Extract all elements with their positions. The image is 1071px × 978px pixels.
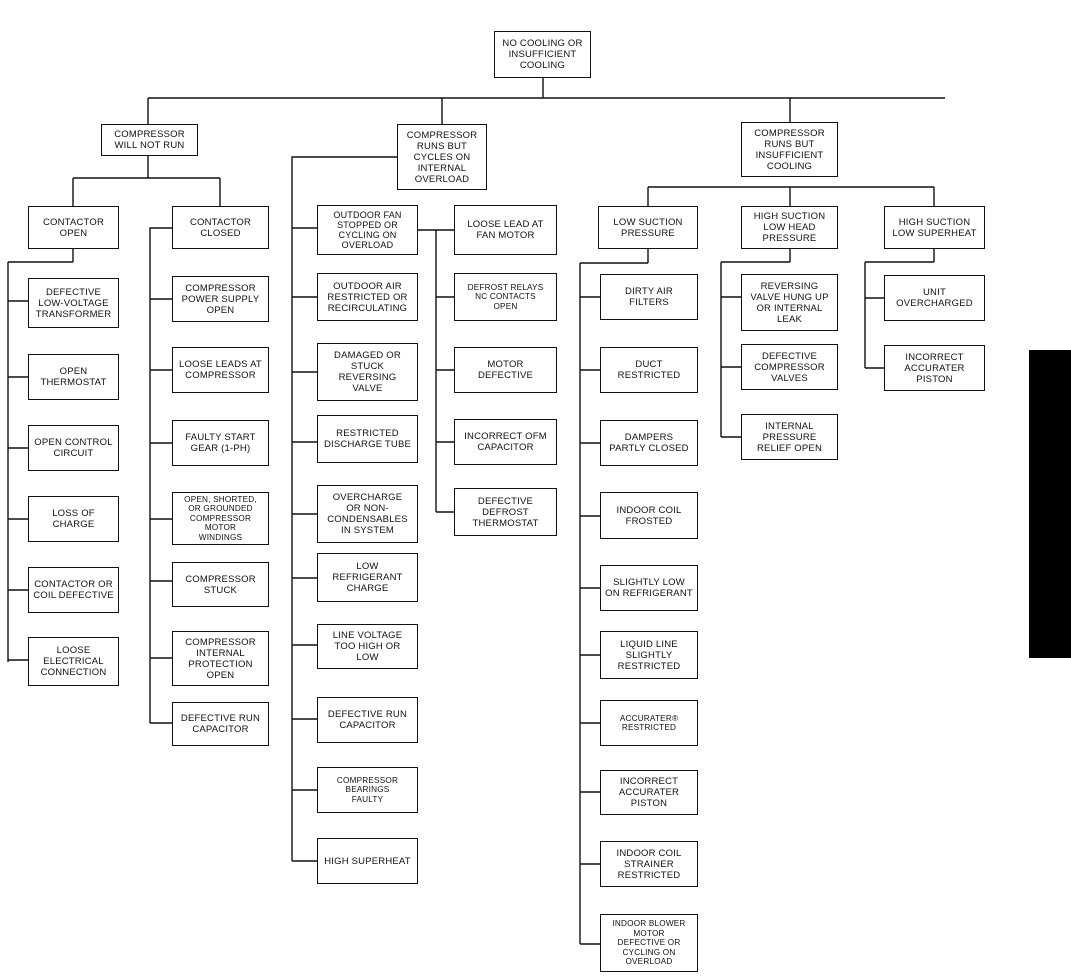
cause-contactor-coil-defective: CONTACTOR OR COIL DEFECTIVE bbox=[28, 567, 119, 613]
cause-dampers-partly-closed: DAMPERS PARTLY CLOSED bbox=[600, 420, 698, 466]
cause-faulty-start-gear: FAULTY START GEAR (1-PH) bbox=[172, 420, 269, 466]
node-high-suction-low-head: HIGH SUCTION LOW HEAD PRESSURE bbox=[741, 206, 838, 249]
cause-dirty-air-filters: DIRTY AIR FILTERS bbox=[600, 274, 698, 320]
node-contactor-open: CONTACTOR OPEN bbox=[28, 206, 119, 249]
cause-reversing-valve-hung: REVERSING VALVE HUNG UP OR INTERNAL LEAK bbox=[741, 274, 838, 331]
cause-indoor-coil-frosted: INDOOR COIL FROSTED bbox=[600, 492, 698, 539]
cause-defective-defrost-thermostat: DEFECTIVE DEFROST THERMOSTAT bbox=[454, 488, 557, 536]
cause-defective-run-capacitor-2: DEFECTIVE RUN CAPACITOR bbox=[317, 697, 418, 743]
cause-power-supply-open: COMPRESSOR POWER SUPPLY OPEN bbox=[172, 276, 269, 322]
cause-liquid-line-restricted: LIQUID LINE SLIGHTLY RESTRICTED bbox=[600, 631, 698, 679]
cause-defective-transformer: DEFECTIVE LOW-VOLTAGE TRANSFORMER bbox=[28, 278, 119, 328]
node-compressor-insufficient-cooling: COMPRESSOR RUNS BUT INSUFFICIENT COOLING bbox=[741, 122, 838, 177]
node-contactor-closed: CONTACTOR CLOSED bbox=[172, 206, 269, 249]
node-low-suction-pressure: LOW SUCTION PRESSURE bbox=[598, 206, 698, 249]
root-node: NO COOLING OR INSUFFICIENT COOLING bbox=[494, 31, 591, 78]
cause-loose-lead-fan-motor: LOOSE LEAD AT FAN MOTOR bbox=[454, 205, 557, 255]
cause-internal-protection-open: COMPRESSOR INTERNAL PROTECTION OPEN bbox=[172, 631, 269, 686]
cause-outdoor-fan-stopped: OUTDOOR FAN STOPPED OR CYCLING ON OVERLO… bbox=[317, 205, 418, 255]
cause-incorrect-accurater-piston-2: INCORRECT ACCURATER PISTON bbox=[884, 345, 985, 391]
cause-motor-defective: MOTOR DEFECTIVE bbox=[454, 347, 557, 393]
node-high-suction-low-superheat: HIGH SUCTION LOW SUPERHEAT bbox=[884, 206, 985, 249]
cause-low-refrigerant-charge: LOW REFRIGERANT CHARGE bbox=[317, 553, 418, 602]
cause-incorrect-accurater-piston-1: INCORRECT ACCURATER PISTON bbox=[600, 770, 698, 815]
node-compressor-will-not-run: COMPRESSOR WILL NOT RUN bbox=[101, 124, 198, 156]
cause-defrost-relays: DEFROST RELAYS NC CONTACTS OPEN bbox=[454, 273, 557, 321]
node-compressor-cycles-on-overload: COMPRESSOR RUNS BUT CYCLES ON INTERNAL O… bbox=[397, 124, 487, 190]
cause-defective-run-capacitor-1: DEFECTIVE RUN CAPACITOR bbox=[172, 702, 269, 746]
cause-motor-windings: OPEN, SHORTED, OR GROUNDED COMPRESSOR MO… bbox=[172, 492, 269, 545]
cause-loss-of-charge: LOSS OF CHARGE bbox=[28, 496, 119, 542]
cause-indoor-blower-motor: INDOOR BLOWER MOTOR DEFECTIVE OR CYCLING… bbox=[600, 914, 698, 972]
cause-slightly-low-refrigerant: SLIGHTLY LOW ON REFRIGERANT bbox=[600, 565, 698, 611]
cause-indoor-coil-strainer: INDOOR COIL STRAINER RESTRICTED bbox=[600, 841, 698, 887]
cause-defective-compressor-valves: DEFECTIVE COMPRESSOR VALVES bbox=[741, 344, 838, 390]
cause-compressor-stuck: COMPRESSOR STUCK bbox=[172, 562, 269, 607]
cause-duct-restricted: DUCT RESTRICTED bbox=[600, 347, 698, 393]
cause-open-thermostat: OPEN THERMOSTAT bbox=[28, 354, 119, 400]
cause-accurater-restricted: ACCURATER® RESTRICTED bbox=[600, 700, 698, 746]
cause-overcharge-noncondensables: OVERCHARGE OR NON- CONDENSABLES IN SYSTE… bbox=[317, 485, 418, 543]
cause-reversing-valve-stuck: DAMAGED OR STUCK REVERSING VALVE bbox=[317, 343, 418, 401]
cause-high-superheat: HIGH SUPERHEAT bbox=[317, 838, 418, 884]
cause-compressor-bearings: COMPRESSOR BEARINGS FAULTY bbox=[317, 767, 418, 813]
cause-open-control-circuit: OPEN CONTROL CIRCUIT bbox=[28, 425, 119, 471]
page-edge-tab bbox=[1029, 350, 1071, 658]
cause-line-voltage: LINE VOLTAGE TOO HIGH OR LOW bbox=[317, 624, 418, 669]
cause-restricted-discharge-tube: RESTRICTED DISCHARGE TUBE bbox=[317, 415, 418, 463]
cause-unit-overcharged: UNIT OVERCHARGED bbox=[884, 275, 985, 321]
cause-incorrect-ofm-capacitor: INCORRECT OFM CAPACITOR bbox=[454, 419, 557, 465]
cause-loose-leads-compressor: LOOSE LEADS AT COMPRESSOR bbox=[172, 347, 269, 393]
cause-internal-pressure-relief: INTERNAL PRESSURE RELIEF OPEN bbox=[741, 414, 838, 460]
cause-loose-electrical-connection: LOOSE ELECTRICAL CONNECTION bbox=[28, 637, 119, 686]
cause-outdoor-air-restricted: OUTDOOR AIR RESTRICTED OR RECIRCULATING bbox=[317, 273, 418, 321]
